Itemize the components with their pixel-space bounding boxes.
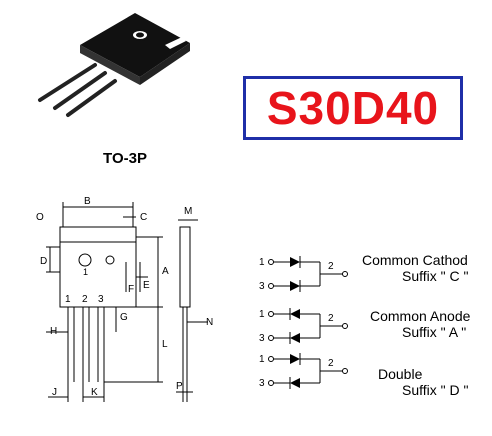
pin-label-2: 2 <box>82 294 88 305</box>
ca-pin-1: 1 <box>259 309 265 320</box>
ca-pin-3: 3 <box>259 333 265 344</box>
dim-b: B <box>84 196 91 207</box>
pin-label-3: 3 <box>98 294 104 305</box>
dim-a: A <box>162 266 169 277</box>
dimension-drawing: 1 2 3 1 B C O D A E F G H L N J K M P <box>36 196 213 402</box>
config-title-double: Double <box>378 366 423 382</box>
package-illustration <box>38 13 190 117</box>
dim-c: C <box>140 212 147 223</box>
dim-p: P <box>176 381 183 392</box>
cc-pin-3: 3 <box>259 281 265 292</box>
dim-d: D <box>40 256 47 267</box>
config-common-anode-schematic: 1 3 2 <box>259 308 348 344</box>
config-double-schematic: 1 3 2 <box>259 353 348 389</box>
d-pin-1: 1 <box>259 354 265 365</box>
d-pin-3: 3 <box>259 378 265 389</box>
config-suffix-d: Suffix " D " <box>402 382 469 398</box>
config-common-cathode-schematic: 1 3 2 <box>259 256 348 292</box>
cc-pin-2: 2 <box>328 261 334 272</box>
config-title-common-cathode: Common Cathod <box>362 252 468 268</box>
config-title-common-anode: Common Anode <box>370 308 471 324</box>
dim-h: H <box>50 326 57 337</box>
dim-j: J <box>52 387 57 398</box>
dim-o: O <box>36 212 44 223</box>
dim-f: F <box>128 284 134 295</box>
d-pin-2: 2 <box>328 358 334 369</box>
config-suffix-c: Suffix " C " <box>402 268 469 284</box>
cc-pin-1: 1 <box>259 257 265 268</box>
dim-m: M <box>184 206 192 217</box>
part-number-box: S30D40 <box>243 76 463 140</box>
part-number: S30D40 <box>266 82 440 134</box>
pin-label-1: 1 <box>65 294 71 305</box>
dim-k: K <box>91 387 98 398</box>
dim-l: L <box>162 339 168 350</box>
hole-pin-label: 1 <box>83 267 88 277</box>
dim-g: G <box>120 312 128 323</box>
dim-n: N <box>206 317 213 328</box>
dim-e: E <box>143 280 150 291</box>
config-suffix-a: Suffix " A " <box>402 324 467 340</box>
ca-pin-2: 2 <box>328 313 334 324</box>
package-name: TO-3P <box>103 150 147 167</box>
